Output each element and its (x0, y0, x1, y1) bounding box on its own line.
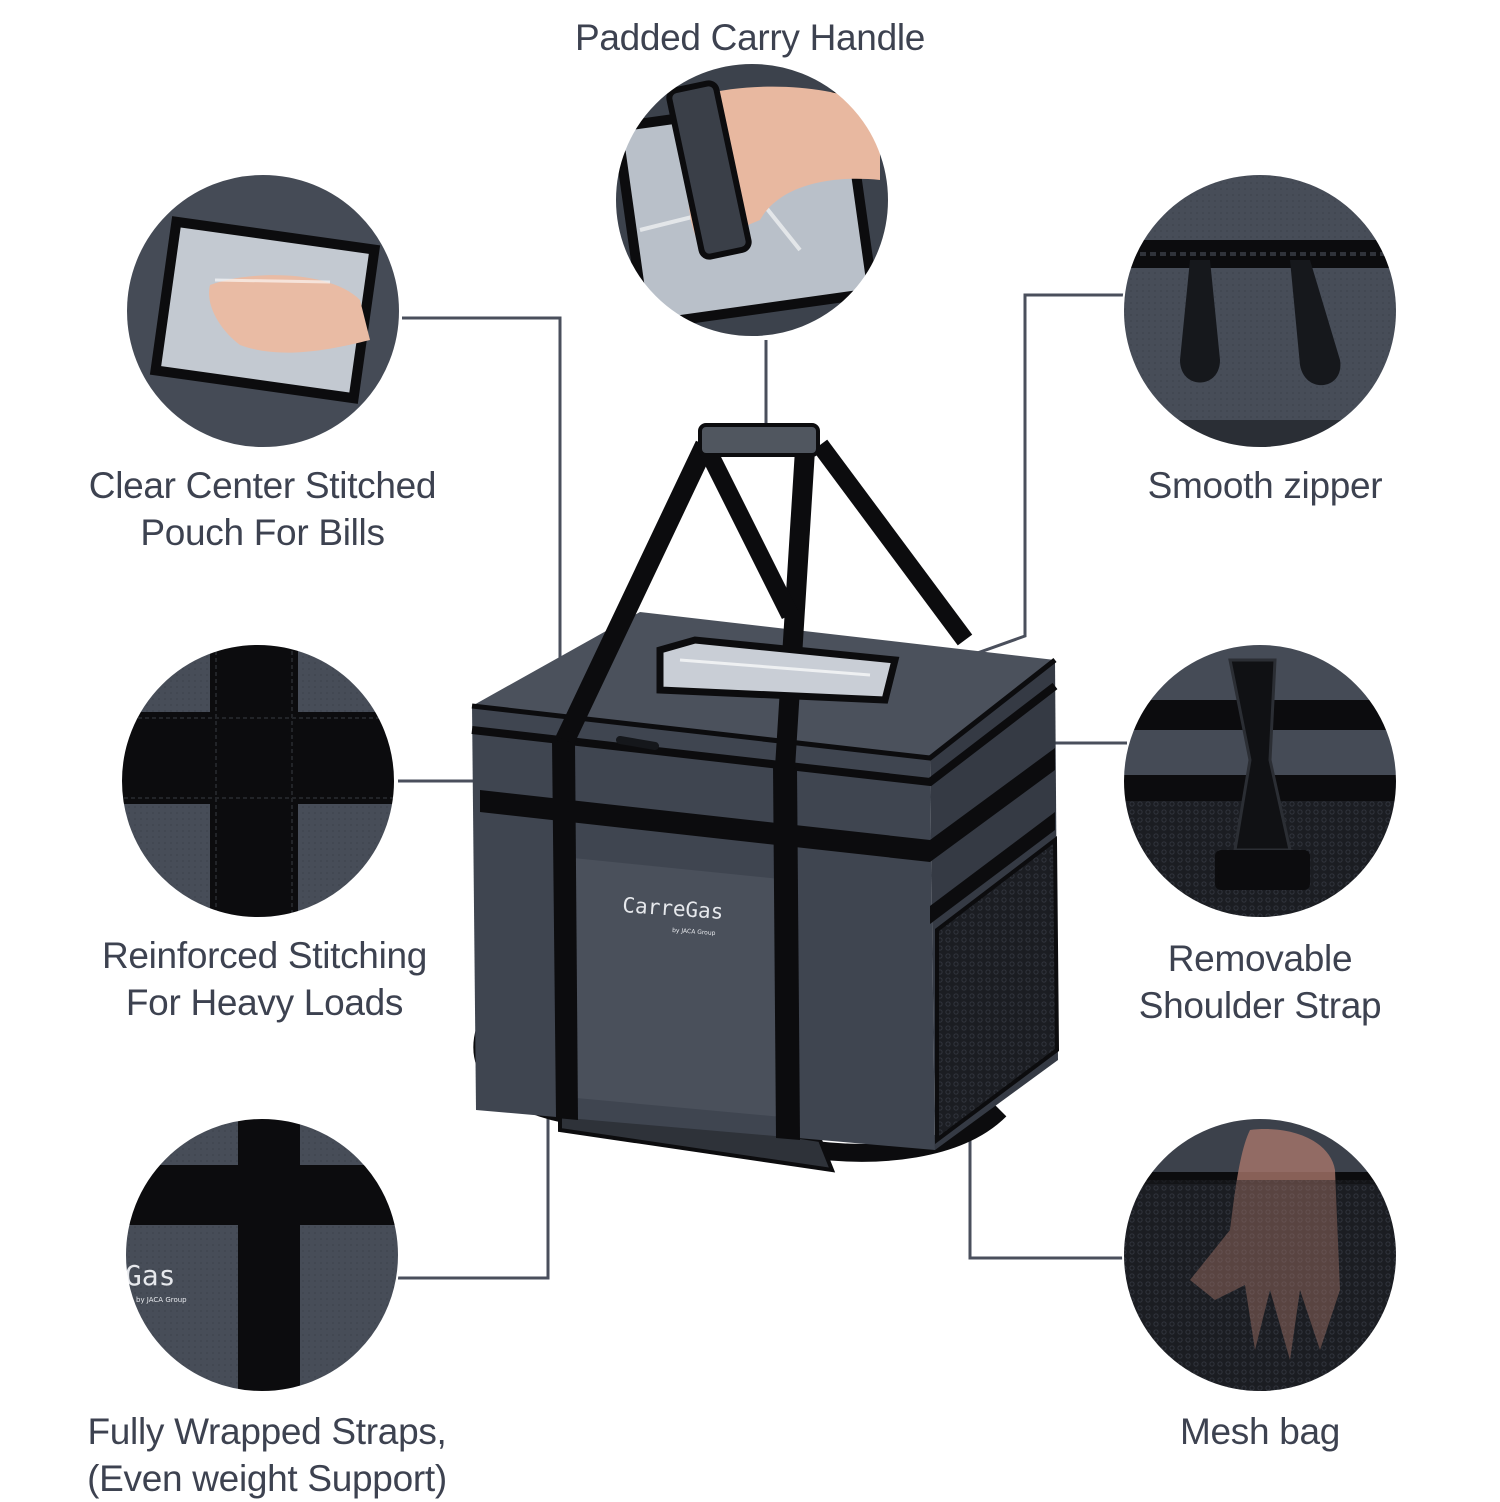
callout-line: Smooth zipper (1147, 465, 1383, 506)
zipper-pull-left (1180, 260, 1220, 383)
callout-line: Clear Center Stitched (88, 465, 437, 506)
zoom-brand-logo: eGas (108, 1259, 175, 1292)
callout-smooth-zipper: Smooth zipper (1110, 462, 1420, 509)
zoom-circle-shoulder-strap (1123, 644, 1397, 918)
side-mesh-pocket (935, 835, 1060, 1144)
handle-strap-back-right (812, 439, 973, 646)
callout-padded-carry-handle: Padded Carry Handle (550, 14, 950, 61)
zoom-circle-pouch (126, 174, 400, 448)
handle-strap-left (555, 440, 715, 745)
callout-mesh-bag: Mesh bag (1110, 1408, 1410, 1455)
zoom-sub-brand-logo: by JACA Group (136, 1296, 187, 1304)
main-bag: CarreGas by JACA Group (471, 423, 1060, 1173)
zoom-circle-handle (615, 63, 889, 337)
bag-sub-brand-logo: by JACA Group (672, 927, 716, 937)
callout-removable-shoulder-strap: Removable Shoulder Strap (1105, 935, 1415, 1029)
callout-line: For Heavy Loads (125, 982, 404, 1023)
zipper-pull (616, 736, 659, 750)
callout-line: Shoulder Strap (1138, 985, 1382, 1026)
handle-strap-back-left (696, 440, 799, 620)
callout-fully-wrapped-straps: Fully Wrapped Straps, (Even weight Suppo… (62, 1408, 472, 1502)
callout-line: Mesh bag (1179, 1411, 1341, 1452)
strap-band-lower (930, 812, 1055, 924)
zoom-circle-mesh (1123, 1118, 1397, 1392)
callout-reinforced-stitching: Reinforced Stitching For Heavy Loads (62, 932, 467, 1026)
callout-line: Reinforced Stitching (101, 935, 428, 976)
vertical-strap-left (552, 740, 578, 1120)
callout-line: Pouch For Bills (140, 512, 385, 553)
callout-line: Padded Carry Handle (574, 17, 926, 58)
zoom-circle-straps: eGas by JACA Group (108, 1118, 399, 1392)
zoom-circle-zipper (1123, 174, 1397, 448)
zipper-seam (471, 682, 1058, 787)
callout-line: Removable (1167, 938, 1353, 979)
zoom-circle-stitching (121, 644, 395, 918)
leader-line-pouch (402, 316, 690, 660)
callout-clear-center-pouch: Clear Center Stitched Pouch For Bills (60, 462, 465, 556)
clear-pouch (656, 636, 900, 704)
strap-band-upper (480, 748, 1055, 862)
zipper-pull-right (1290, 260, 1341, 386)
front-panel (573, 858, 793, 1118)
callout-line: Fully Wrapped Straps, (87, 1411, 447, 1452)
vertical-strap-right (773, 765, 800, 1140)
carry-handle-pad (698, 423, 820, 457)
callout-line: (Even weight Support) (87, 1458, 447, 1499)
